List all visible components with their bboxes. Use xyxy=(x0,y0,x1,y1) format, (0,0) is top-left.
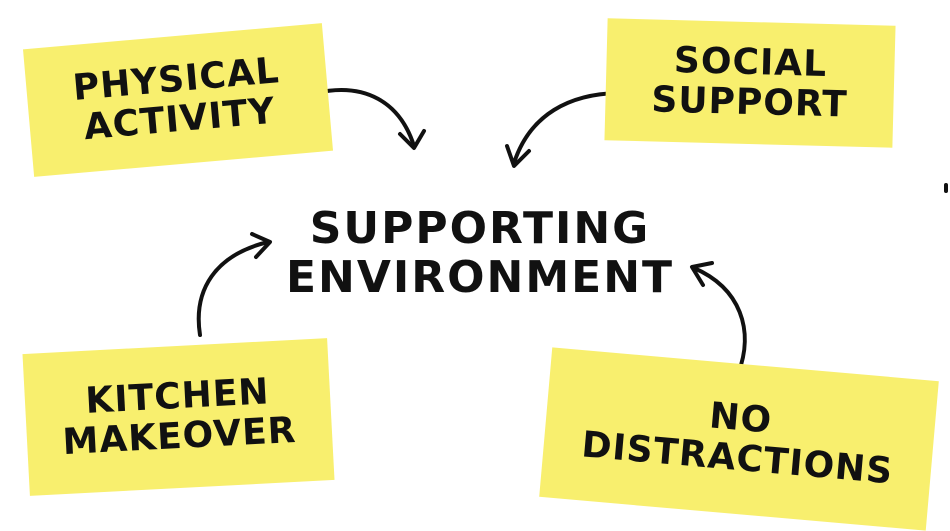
center-label-supporting-environment: SUPPORTING ENVIRONMENT xyxy=(250,192,710,314)
arrow-no-distractions-shaft xyxy=(692,266,747,376)
arrow-physical-activity-head xyxy=(398,129,426,150)
center-label-line2: ENVIRONMENT xyxy=(285,252,675,303)
note-no-distractions-line1: NO xyxy=(707,395,774,442)
arrow-social-support-head xyxy=(505,144,531,168)
arrow-social-support xyxy=(505,91,620,168)
arrow-kitchen-makeover xyxy=(196,232,272,337)
note-physical-activity: PHYSICAL ACTIVITY xyxy=(22,23,334,177)
arrow-kitchen-makeover-head xyxy=(250,232,272,259)
arrow-kitchen-makeover-shaft xyxy=(196,240,270,337)
note-kitchen-makeover: KITCHEN MAKEOVER xyxy=(22,338,335,496)
arrow-physical-activity-shaft xyxy=(314,88,416,148)
note-social-support-line1: SOCIAL xyxy=(673,39,828,85)
center-label-line1: SUPPORTING xyxy=(309,202,651,254)
note-social-support: SOCIAL SUPPORT xyxy=(604,18,896,148)
arrow-no-distractions-head xyxy=(690,261,714,287)
arrow-physical-activity xyxy=(314,88,426,150)
note-social-support-line2: SUPPORT xyxy=(650,79,849,126)
arrow-no-distractions xyxy=(690,261,747,376)
arrow-social-support-shaft xyxy=(512,91,620,165)
